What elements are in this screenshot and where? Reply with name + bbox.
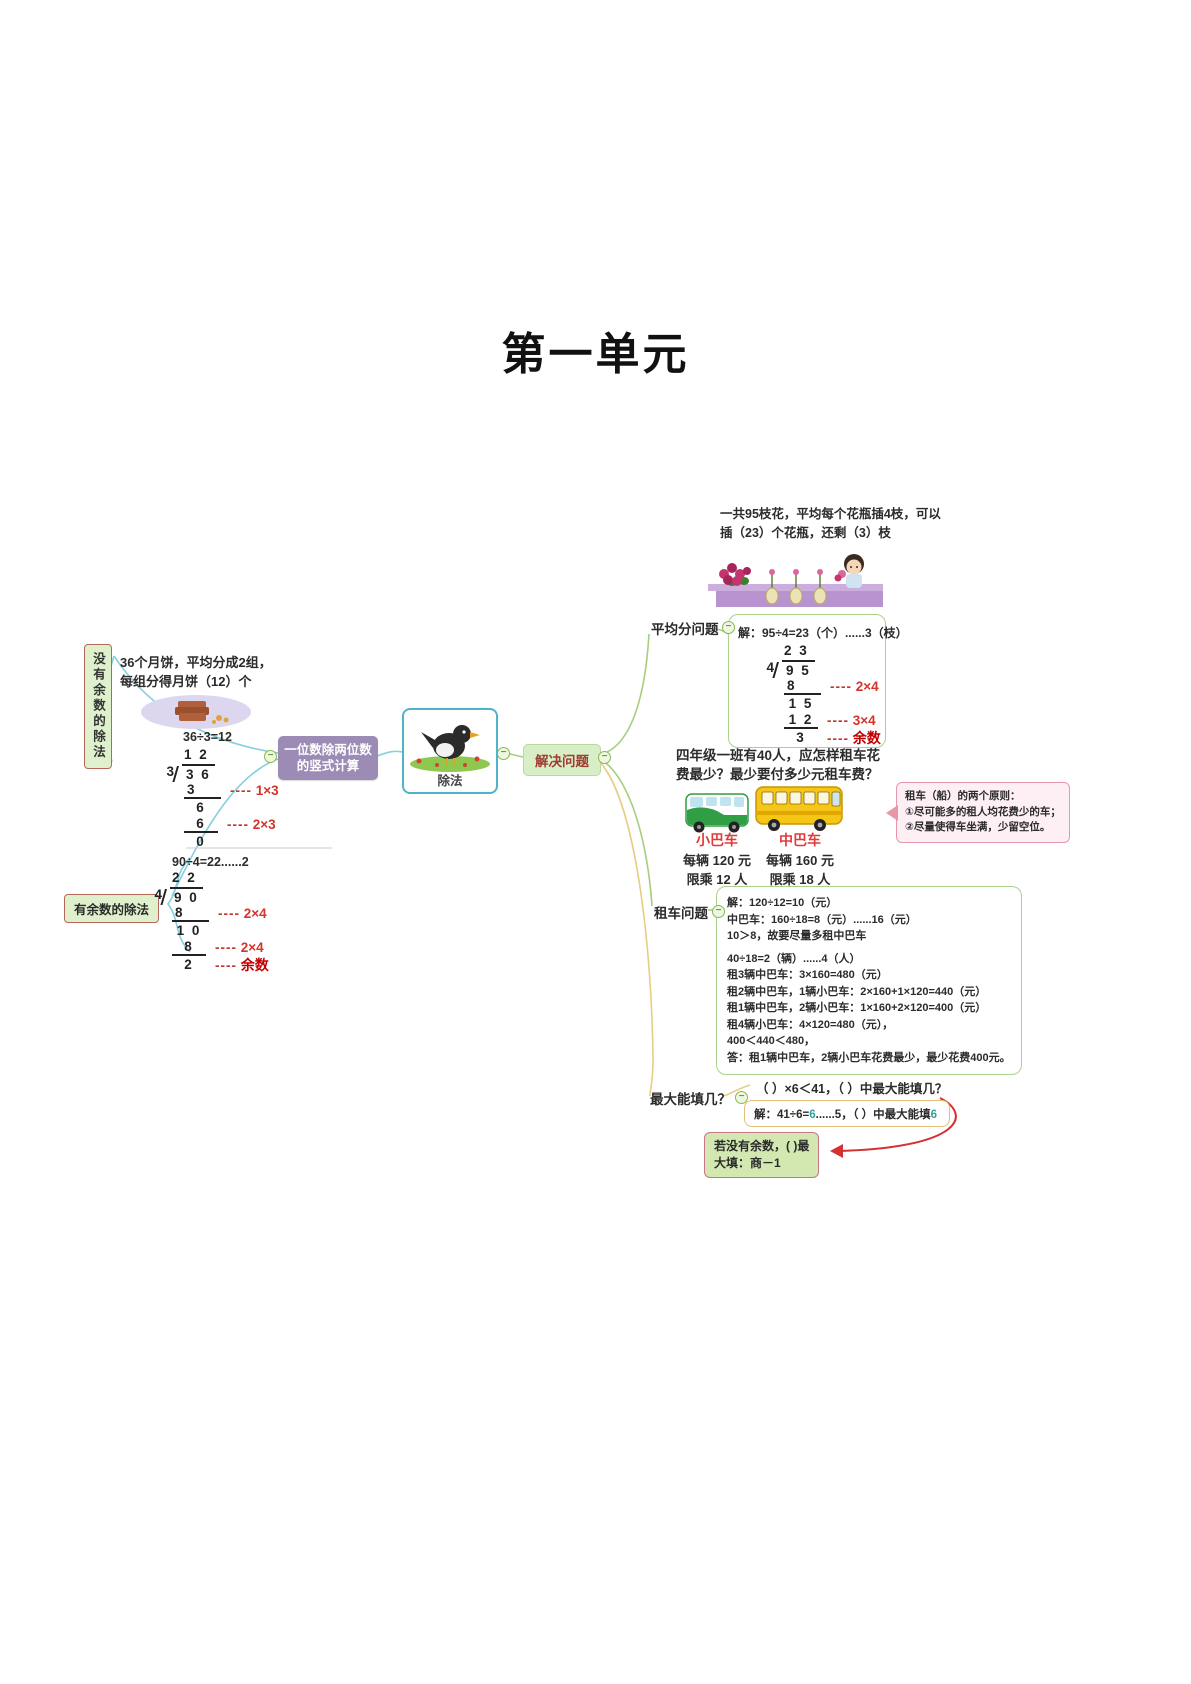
rental-problem-text: 四年级一班有40人，应怎样租车花 费最少？最少要付多少元租车费？ xyxy=(676,748,881,782)
flower-bunch xyxy=(719,563,751,586)
max-fill-question: （ ）×6＜41，（ ）中最大能填几？ xyxy=(756,1082,948,1096)
dividend: 3 6 xyxy=(186,767,211,782)
collapse-minus-icon[interactable]: − xyxy=(722,621,735,634)
divisor: 3 xyxy=(166,764,174,779)
center-node-label: 除法 xyxy=(437,774,463,788)
quotient: 2 2 xyxy=(172,870,197,885)
mooncake-problem-text: 36个月饼，平均分成2组， 每组分得月饼（12）个 xyxy=(120,655,272,689)
no-remainder-note-box: 若没有余数，( )最 大填：商－1 xyxy=(704,1132,820,1178)
small-bus-illustration xyxy=(685,793,749,833)
small-bus-caption: 小巴车 每辆 120 元 限乘 12 人 xyxy=(683,832,751,887)
red-annotation-arrow xyxy=(835,1097,957,1152)
max-fill-solution-line: 解：41÷6=6......5，（ ）中最大能填6 xyxy=(754,1109,938,1121)
equation-90: 90÷4=22......2 xyxy=(172,855,249,869)
collapse-minus-icon[interactable]: − xyxy=(712,905,725,918)
node-max-fill-problem[interactable]: 最大能填几？ xyxy=(650,1092,731,1107)
dividend: 9 5 xyxy=(786,663,811,678)
average-solution-box: 解：95÷4=23（个）......3（枝） xyxy=(728,614,908,748)
node-average-split-problem[interactable]: 平均分问题 xyxy=(651,622,719,637)
medium-bus-caption: 中巴车 每辆 160 元 限乘 18 人 xyxy=(766,832,834,887)
collapse-minus-icon[interactable]: − xyxy=(598,751,611,764)
long-division-95: 2 3 4 9 5 8 ---- 2×4 1 5 1 2 ---- 3×4 3 … xyxy=(762,643,880,746)
divisor: 4 xyxy=(766,660,774,675)
collapse-minus-icon[interactable]: − xyxy=(497,747,510,760)
node-problem-solving[interactable]: 解决问题 xyxy=(523,744,601,776)
node-with-remainder-division[interactable]: 有余数的除法 xyxy=(64,894,160,923)
node-vertical-calculation[interactable]: 一位数除两位数 的竖式计算 xyxy=(278,736,378,780)
collapse-minus-icon[interactable]: − xyxy=(735,1091,748,1104)
girl xyxy=(834,554,864,588)
divisor: 4 xyxy=(154,887,162,902)
mooncake-illustration xyxy=(141,695,251,729)
node-rental-problem[interactable]: 租车问题 xyxy=(654,906,708,921)
long-division-90: 2 2 4 9 0 8 ---- 2×4 1 0 8 ---- 2×4 2 --… xyxy=(150,870,268,973)
node-division-root[interactable]: 除法 xyxy=(402,708,498,794)
node-no-remainder-division[interactable]: 没有余数的除法 xyxy=(84,644,112,769)
equation-36: 36÷3=12 xyxy=(183,730,232,744)
crow-bird-illustration xyxy=(410,725,490,772)
medium-bus-illustration xyxy=(755,786,843,831)
flower-vase-illustration xyxy=(708,554,883,607)
average-solution-line: 解：95÷4=23（个）......3（枝） xyxy=(738,626,908,640)
max-fill-solution-box: 解：41÷6=6......5，（ ）中最大能填6 xyxy=(744,1100,950,1127)
page-title: 第一单元 xyxy=(501,330,690,379)
flower-problem-text: 一共95枝花，平均每个花瓶插4枝，可以 插（23）个花瓶，还剩（3）枝 xyxy=(720,507,941,540)
long-division-36: 1 2 3 3 6 3 ---- 1×3 6 6 ---- 2×3 0 xyxy=(162,747,278,850)
quotient: 1 2 xyxy=(184,747,209,762)
dividend: 9 0 xyxy=(174,890,199,905)
quotient: 2 3 xyxy=(784,643,809,658)
rental-solution-box: 解：120÷12=10（元） 中巴车：160÷18=8（元）......16（元… xyxy=(716,886,1022,1075)
rental-principles-callout: 租车（船）的两个原则： ①尽可能多的租人均花费少的车； ②尽量使得车坐满，少留空… xyxy=(886,782,1070,843)
vases xyxy=(765,569,827,605)
collapse-minus-icon[interactable]: − xyxy=(264,750,277,763)
